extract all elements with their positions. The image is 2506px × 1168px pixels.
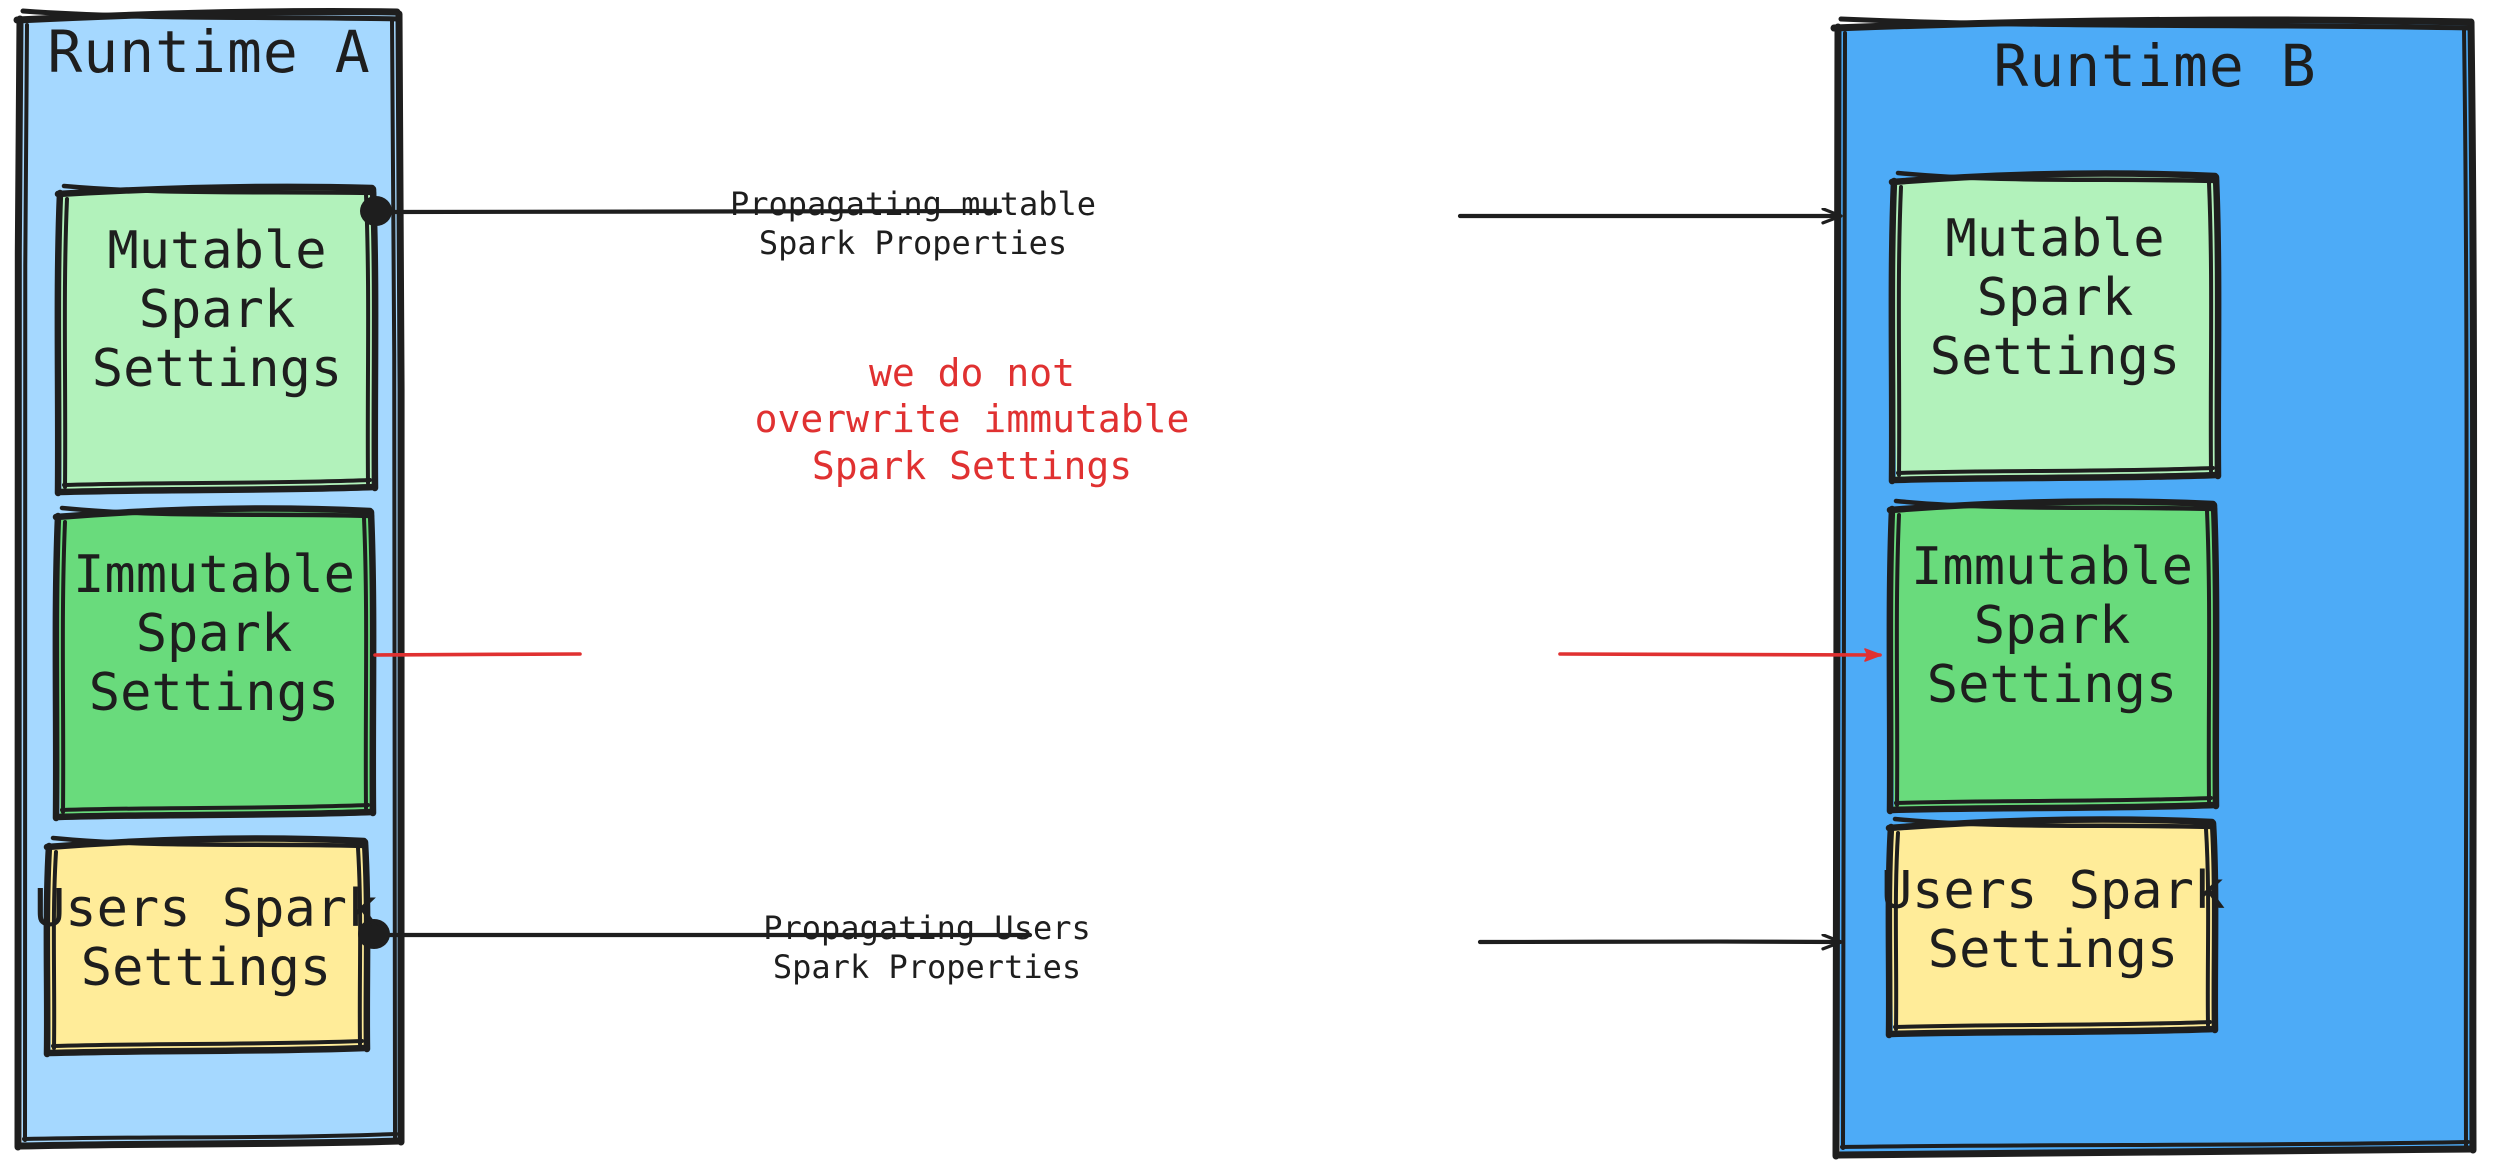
box-b-users[interactable] (1885, 816, 2219, 1039)
box-a-mutable[interactable] (54, 183, 379, 497)
connector-mutable-start-dot (360, 196, 392, 226)
connector-mutable[interactable] (360, 196, 1840, 226)
box-a-immutable[interactable] (52, 505, 377, 822)
box-b-mutable[interactable] (1888, 170, 2222, 485)
box-a-users[interactable] (43, 835, 371, 1058)
connector-immutable[interactable] (373, 648, 1882, 662)
connector-users[interactable] (358, 919, 1840, 949)
box-b-immutable[interactable] (1886, 498, 2220, 815)
connector-users-start-dot (358, 919, 390, 949)
